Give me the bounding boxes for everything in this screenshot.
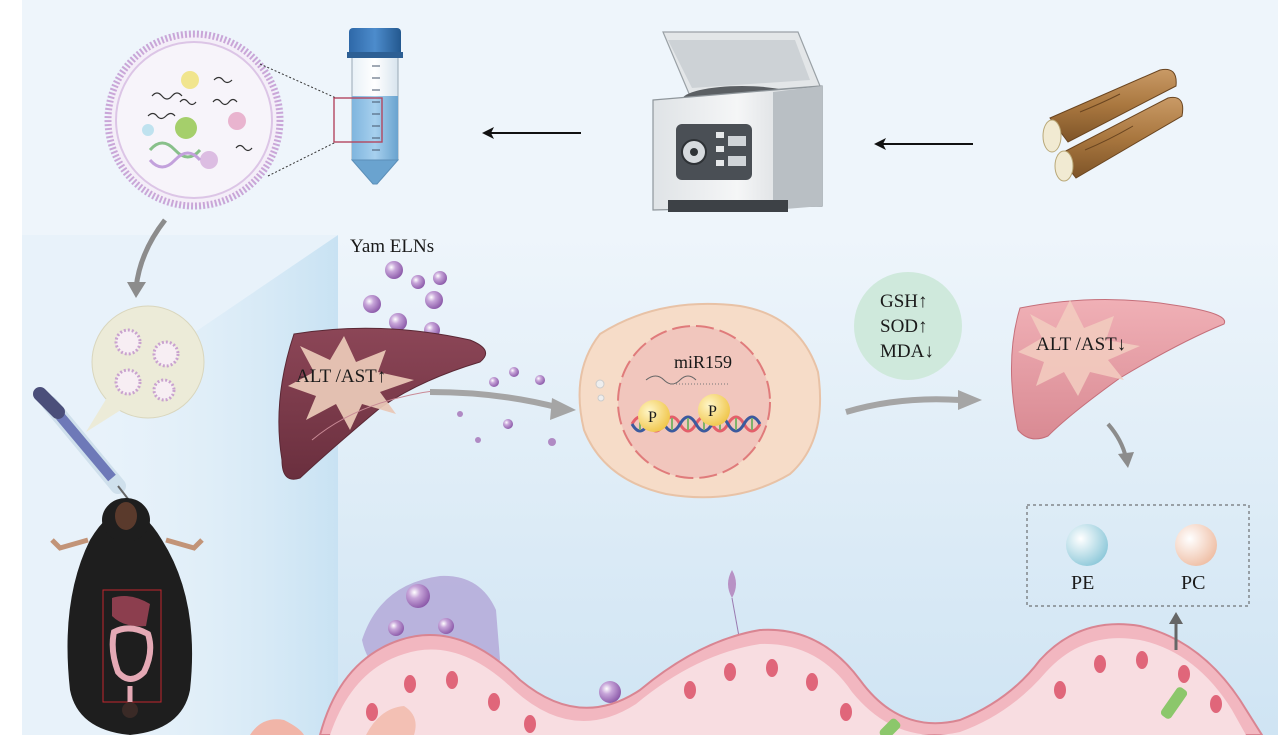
- centrifuge-icon: [652, 31, 823, 212]
- zoom-line-top: [259, 63, 337, 99]
- mda-label: MDA↓: [880, 341, 934, 362]
- exosome-vesicle-icon: [104, 30, 284, 210]
- arrow-to-mouse: [133, 218, 167, 289]
- antioxidant-bubble: [854, 272, 962, 380]
- phosphate-right-label: P: [708, 403, 717, 420]
- arrow-to-mouse-head: [127, 282, 146, 298]
- mirna-label: miR159: [674, 352, 732, 372]
- gsh-label: GSH↑: [880, 291, 928, 312]
- vesicle-speech-bubble: [86, 305, 205, 432]
- arrow-liver-to-cell: [429, 389, 561, 411]
- phosphate-left-label: P: [648, 409, 657, 426]
- pc-label: PC: [1181, 572, 1205, 594]
- dna-icon: [630, 375, 762, 433]
- sod-label: SOD↑: [880, 316, 928, 337]
- arrow-up-from-villi-head: [1169, 612, 1183, 624]
- liver-icon-recovered: [1011, 298, 1226, 440]
- arrow-liver-to-cell-head: [550, 398, 576, 420]
- pe-bead: [1066, 524, 1108, 566]
- liver-before-label: ALT /AST↑: [296, 366, 386, 387]
- yam-elns-label: Yam ELNs: [350, 236, 434, 257]
- mouse-icon: [50, 498, 204, 735]
- pc-bead: [1175, 524, 1217, 566]
- arrow-to-lipids-head: [1118, 452, 1134, 468]
- intestinal-villi-icon: [250, 570, 1264, 735]
- cell-icon: [578, 302, 822, 499]
- yam-root-icon: [1042, 68, 1184, 182]
- arrow-cell-to-liver-head: [958, 390, 982, 410]
- syringe-icon: [33, 387, 133, 505]
- pe-label: PE: [1071, 572, 1094, 594]
- centrifuge-tube-icon: [333, 28, 403, 185]
- zoom-line-bottom: [267, 141, 337, 177]
- liver-after-label: ALT /AST↓: [1036, 334, 1126, 355]
- liver-icon-damaged: [278, 327, 487, 480]
- lipid-box: [1026, 504, 1250, 607]
- vesicle-cluster: [363, 261, 556, 446]
- arrow-cell-to-liver: [845, 396, 961, 415]
